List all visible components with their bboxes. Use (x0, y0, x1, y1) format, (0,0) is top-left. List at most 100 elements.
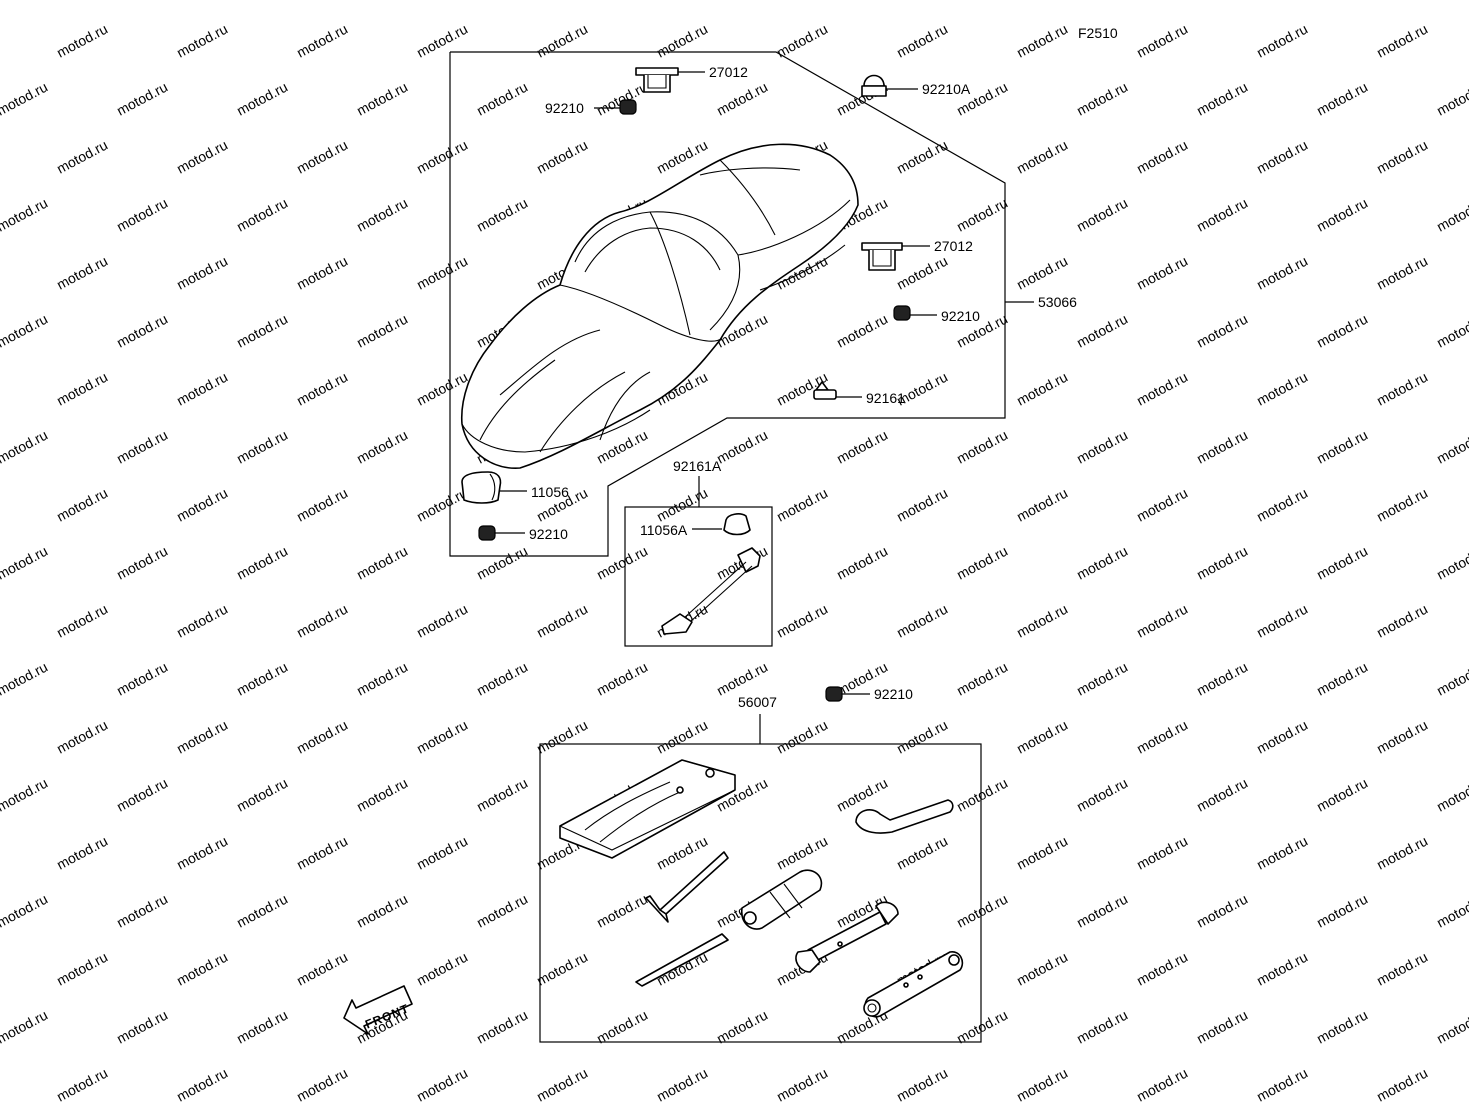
watermark-text: motod.ru (1194, 891, 1250, 931)
callout-27012-top: 27012 (709, 64, 748, 80)
watermark-text: motod.ru (1434, 195, 1469, 235)
watermark-text: motod.ru (414, 1065, 470, 1102)
watermark-text: motod.ru (234, 775, 290, 815)
watermark-text: motod.ru (1254, 1065, 1310, 1102)
watermark-text: motod.ru (474, 659, 530, 699)
watermark-text: motod.ru (834, 775, 890, 815)
hex-key-icon (645, 851, 729, 923)
tool-pouch-icon (559, 759, 736, 859)
watermark-text: motod.ru (1254, 21, 1310, 61)
watermark-text: motod.ru (1074, 891, 1130, 931)
watermark-text: motod.ru (54, 949, 110, 989)
callout-27012-right: 27012 (934, 238, 973, 254)
watermark-text: motod.ru (1434, 79, 1469, 119)
watermark-text: motod.ru (54, 369, 110, 409)
watermark-text: motod.ru (234, 427, 290, 467)
watermark-text: motod.ru (114, 0, 170, 3)
watermark-text: motod.ru (894, 717, 950, 757)
watermark-text: motod.ru (1374, 137, 1430, 177)
watermark-text: motod.ru (714, 427, 770, 467)
watermark-text: motod.ru (1314, 195, 1370, 235)
watermark-text: motod.ru (954, 891, 1010, 931)
watermark-text: motod.ru (1314, 1007, 1370, 1047)
watermark-text: motod.ru (834, 543, 890, 583)
watermark-text: motod.ru (1194, 0, 1250, 3)
watermark-text: motod.ru (1434, 0, 1469, 3)
watermark-text: motod.ru (1014, 601, 1070, 641)
watermark-text: motod.ru (954, 1007, 1010, 1047)
watermark-text: motod.ru (414, 137, 470, 177)
watermark-text: motod.ru (234, 543, 290, 583)
watermark-text: motod.ru (1374, 949, 1430, 989)
watermark-text: motod.ru (1014, 949, 1070, 989)
watermark-text: motod.ru (114, 311, 170, 351)
watermark-text: motod.ru (1254, 717, 1310, 757)
watermark-text: motod.ru (534, 21, 590, 61)
watermark-text: motod.ru (1194, 1007, 1250, 1047)
watermark-text: motod.ru (0, 891, 50, 931)
watermark-text: motod.ru (1014, 485, 1070, 525)
watermark-text: motod.ru (354, 195, 410, 235)
callout-92210-top: 92210 (545, 100, 584, 116)
watermark-text: motod.ru (1134, 717, 1190, 757)
seat-assembly-outline (449, 51, 1006, 557)
watermark-text: motod.ru (1254, 949, 1310, 989)
watermark-text: motod.ru (714, 1007, 770, 1047)
watermark-text: motod.ru (1374, 601, 1430, 641)
watermark-text: motod.ru (1134, 21, 1190, 61)
watermark-text: motod.ru (0, 427, 50, 467)
watermark-text: motod.ru (234, 311, 290, 351)
watermark-text: motod.ru (54, 253, 110, 293)
watermark-text: motod.ru (414, 717, 470, 757)
watermark-text: motod.ru (354, 0, 410, 3)
watermark-text: motod.ru (294, 369, 350, 409)
watermark-text: motod.ru (174, 137, 230, 177)
watermark-text: motod.ru (234, 195, 290, 235)
watermark-text: motod.ru (1314, 659, 1370, 699)
watermark-text: motod.ru (114, 1007, 170, 1047)
watermark-text: motod.ru (114, 543, 170, 583)
watermark-text: motod.ru (594, 891, 650, 931)
watermark-text: motod.ru (234, 659, 290, 699)
watermark-text: motod.ru (294, 717, 350, 757)
watermark-text: motod.ru (834, 311, 890, 351)
watermark-text: motod.ru (1254, 833, 1310, 873)
watermark-text: motod.ru (1194, 311, 1250, 351)
watermark-text: motod.ru (0, 659, 50, 699)
watermark-text: motod.ru (54, 717, 110, 757)
watermark-text: motod.ru (414, 601, 470, 641)
watermark-text: motod.ru (414, 253, 470, 293)
watermark-text: motod.ru (354, 79, 410, 119)
watermark-text: motod.ru (1194, 79, 1250, 119)
callout-92210A: 92210A (922, 81, 971, 97)
callout-11056: 11056 (531, 484, 569, 500)
watermark-text: motod.ru (1014, 369, 1070, 409)
watermark-text: motod.ru (534, 717, 590, 757)
watermark-text: motod.ru (474, 195, 530, 235)
watermark-text: motod.ru (1194, 659, 1250, 699)
watermark-text: motod.ru (294, 253, 350, 293)
watermark-text: motod.ru (1374, 253, 1430, 293)
watermark-text: motod.ru (1434, 311, 1469, 351)
watermark-text: motod.ru (0, 543, 50, 583)
watermark-text: motod.ru (1314, 775, 1370, 815)
watermark-text: motod.ru (1074, 427, 1130, 467)
seat-icon (460, 143, 859, 469)
watermark-text: motod.ru (474, 79, 530, 119)
watermark-text: motod.ru (1314, 79, 1370, 119)
watermark-text: motod.ru (894, 253, 950, 293)
watermark-text: motod.ru (1434, 891, 1469, 931)
seat-lock-cable-box: 92161A 11056A (624, 458, 773, 647)
watermark-text: motod.ru (534, 949, 590, 989)
watermark-text: motod.ru (1074, 543, 1130, 583)
watermark-text: motod.ru (174, 833, 230, 873)
watermark-text: motod.ru (294, 485, 350, 525)
watermark-text: motod.ru (774, 717, 830, 757)
watermark-text: motod.ru (954, 0, 1010, 3)
watermark-text: motod.ru (1434, 1007, 1469, 1047)
watermark-text: motod.ru (54, 601, 110, 641)
watermark-text: motod.ru (174, 21, 230, 61)
watermark-text: motod.ru (354, 659, 410, 699)
watermark-text: motod.ru (1014, 21, 1070, 61)
